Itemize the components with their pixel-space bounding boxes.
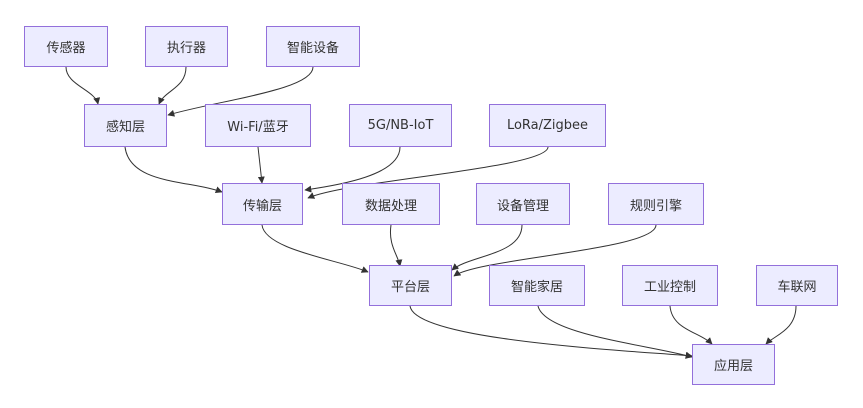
node-data-processing: 数据处理 bbox=[342, 183, 440, 225]
node-5g-nbiot: 5G/NB-IoT bbox=[349, 104, 452, 147]
node-wifi-bluetooth: Wi-Fi/蓝牙 bbox=[205, 104, 311, 147]
edge-5gnbiot-to-transport bbox=[304, 146, 401, 193]
edge-dataprocessing-to-platform bbox=[389, 224, 403, 267]
edge-devicemanagement-to-platform bbox=[451, 224, 523, 271]
edge-transport-to-platform bbox=[261, 224, 369, 273]
edge-platform-to-application bbox=[409, 305, 693, 359]
edge-ruleengine-to-platform bbox=[453, 224, 657, 277]
node-perception-layer: 感知层 bbox=[84, 104, 167, 147]
node-platform-layer: 平台层 bbox=[369, 265, 452, 306]
node-actuator: 执行器 bbox=[145, 26, 228, 67]
node-rule-engine: 规则引擎 bbox=[608, 183, 704, 225]
edge-smartdevice-to-perception bbox=[167, 66, 314, 117]
node-transport-layer: 传输层 bbox=[222, 183, 303, 225]
node-sensor: 传感器 bbox=[24, 26, 108, 67]
edge-sensor-to-perception bbox=[65, 66, 101, 105]
node-smart-home: 智能家居 bbox=[489, 265, 585, 306]
edge-smarthome-to-application bbox=[537, 305, 693, 359]
edge-iov-to-application bbox=[765, 305, 797, 345]
node-industrial-control: 工业控制 bbox=[622, 265, 718, 306]
node-lora-zigbee: LoRa/Zigbee bbox=[489, 104, 606, 147]
node-iov: 车联网 bbox=[756, 265, 838, 306]
edge-industrial-to-application bbox=[669, 305, 713, 345]
edge-perception-to-transport bbox=[124, 146, 223, 194]
edge-actuator-to-perception bbox=[158, 66, 187, 105]
node-application-layer: 应用层 bbox=[692, 344, 775, 385]
node-device-management: 设备管理 bbox=[476, 183, 570, 225]
edge-wifibt-to-transport bbox=[257, 146, 265, 184]
node-smart-device: 智能设备 bbox=[266, 26, 360, 67]
edge-lorazigbee-to-transport bbox=[307, 146, 549, 199]
